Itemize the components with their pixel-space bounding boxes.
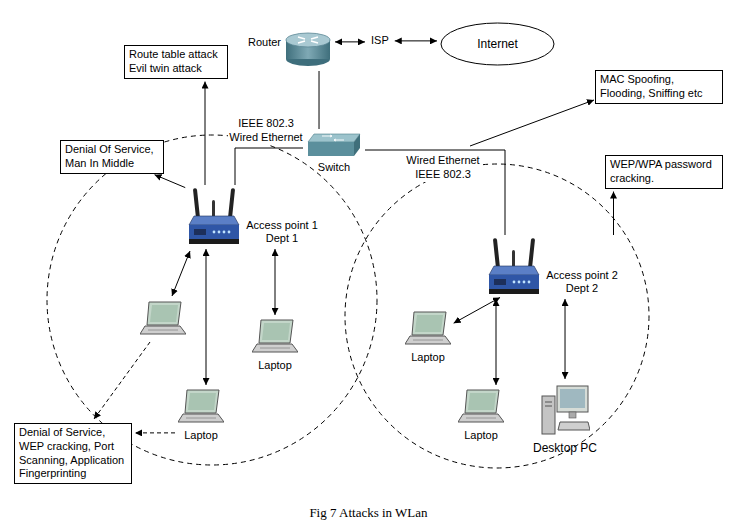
callout-text: Denial Of Service, Man In Middle — [65, 143, 159, 171]
attack-callout-box: WEP/WPA password cracking. — [605, 155, 723, 189]
device-label: Router — [248, 36, 281, 50]
access-point-icon — [188, 188, 240, 246]
device-label: Laptop — [184, 429, 218, 443]
attack-callout-box: Denial Of Service, Man In Middle — [60, 140, 164, 174]
connector — [155, 175, 186, 188]
callout-text: Denial of Service, WEP cracking, Port Sc… — [19, 426, 127, 481]
device-label: Laptop — [258, 359, 292, 373]
connector — [205, 82, 206, 186]
attack-leader — [470, 100, 594, 146]
connector — [135, 432, 175, 433]
cloud-outline — [441, 23, 554, 65]
attack-callout-box: Route table attack Evil twin attack — [124, 45, 228, 79]
connector — [496, 299, 497, 385]
desktop-icon — [542, 386, 590, 434]
access-point-node: Access point 2 Dept 2 — [488, 238, 622, 296]
device-label: Laptop — [411, 351, 445, 365]
dept-1-range — [47, 135, 377, 465]
internet-cloud: Internet — [440, 22, 555, 66]
laptop-icon — [458, 390, 504, 422]
callout-text: WEP/WPA password cracking. — [610, 158, 718, 186]
device-label: Access point 2 Dept 2 — [542, 269, 622, 297]
switch-icon — [308, 134, 360, 156]
connector — [565, 299, 566, 379]
connector — [275, 249, 276, 315]
connector — [395, 40, 437, 41]
laptop-node: Laptop — [405, 310, 451, 365]
attack-callout-box: Denial of Service, WEP cracking, Port Sc… — [14, 423, 132, 484]
access-point-node: Access point 1 Dept 1 — [188, 188, 322, 246]
connector — [206, 249, 207, 385]
edge-label: IEEE 802.3 Wired Ethernet — [228, 117, 304, 145]
access-point-icon — [488, 238, 540, 296]
laptop-node: Laptop — [178, 388, 224, 443]
connector — [235, 148, 303, 185]
laptop-icon — [405, 312, 451, 344]
connectors — [135, 41, 614, 433]
access-point-icon — [489, 238, 539, 294]
connector — [319, 71, 320, 129]
callout-text: Route table attack Evil twin attack — [129, 48, 223, 76]
laptop-icon — [252, 320, 298, 352]
attack-callout-box: MAC Spoofing, Flooding, Sniffing etc — [595, 70, 723, 104]
switch-icon — [306, 132, 362, 158]
device-label: Access point 1 Dept 1 — [242, 219, 322, 247]
router-icon — [286, 33, 330, 66]
laptop-node: Laptop — [458, 388, 504, 443]
laptop-node: Laptop — [252, 318, 298, 373]
edge-label: Wired Ethernet IEEE 802.3 — [405, 154, 481, 182]
laptop-icon — [140, 302, 186, 334]
laptop-icon — [178, 390, 224, 422]
laptop-icon — [252, 318, 298, 356]
connector — [454, 297, 500, 323]
router-icon — [284, 30, 332, 68]
laptop-icon — [405, 310, 451, 348]
access-point-icon — [189, 188, 239, 244]
figure-caption: Fig 7 Attacks in WLan — [0, 505, 737, 521]
desktop-node: Desktop PC — [533, 382, 597, 456]
laptop-icon — [458, 388, 504, 426]
isp-node: ISP — [368, 28, 392, 54]
callout-text: MAC Spoofing, Flooding, Sniffing etc — [600, 73, 718, 101]
device-label: Desktop PC — [533, 441, 597, 456]
connector — [613, 192, 614, 236]
connector — [335, 41, 365, 42]
dept-2-range — [345, 164, 649, 468]
attack-leader — [94, 342, 150, 419]
cloud-label: Internet — [477, 37, 518, 52]
desktop-icon — [540, 382, 590, 438]
router-node: Router — [248, 30, 332, 68]
wireless-link — [172, 251, 190, 296]
device-label: Laptop — [464, 429, 498, 443]
connector — [365, 150, 505, 235]
laptop-icon — [178, 388, 224, 426]
device-label: ISP — [371, 34, 389, 48]
device-label: Switch — [318, 161, 350, 175]
switch-node: Switch — [306, 132, 362, 175]
